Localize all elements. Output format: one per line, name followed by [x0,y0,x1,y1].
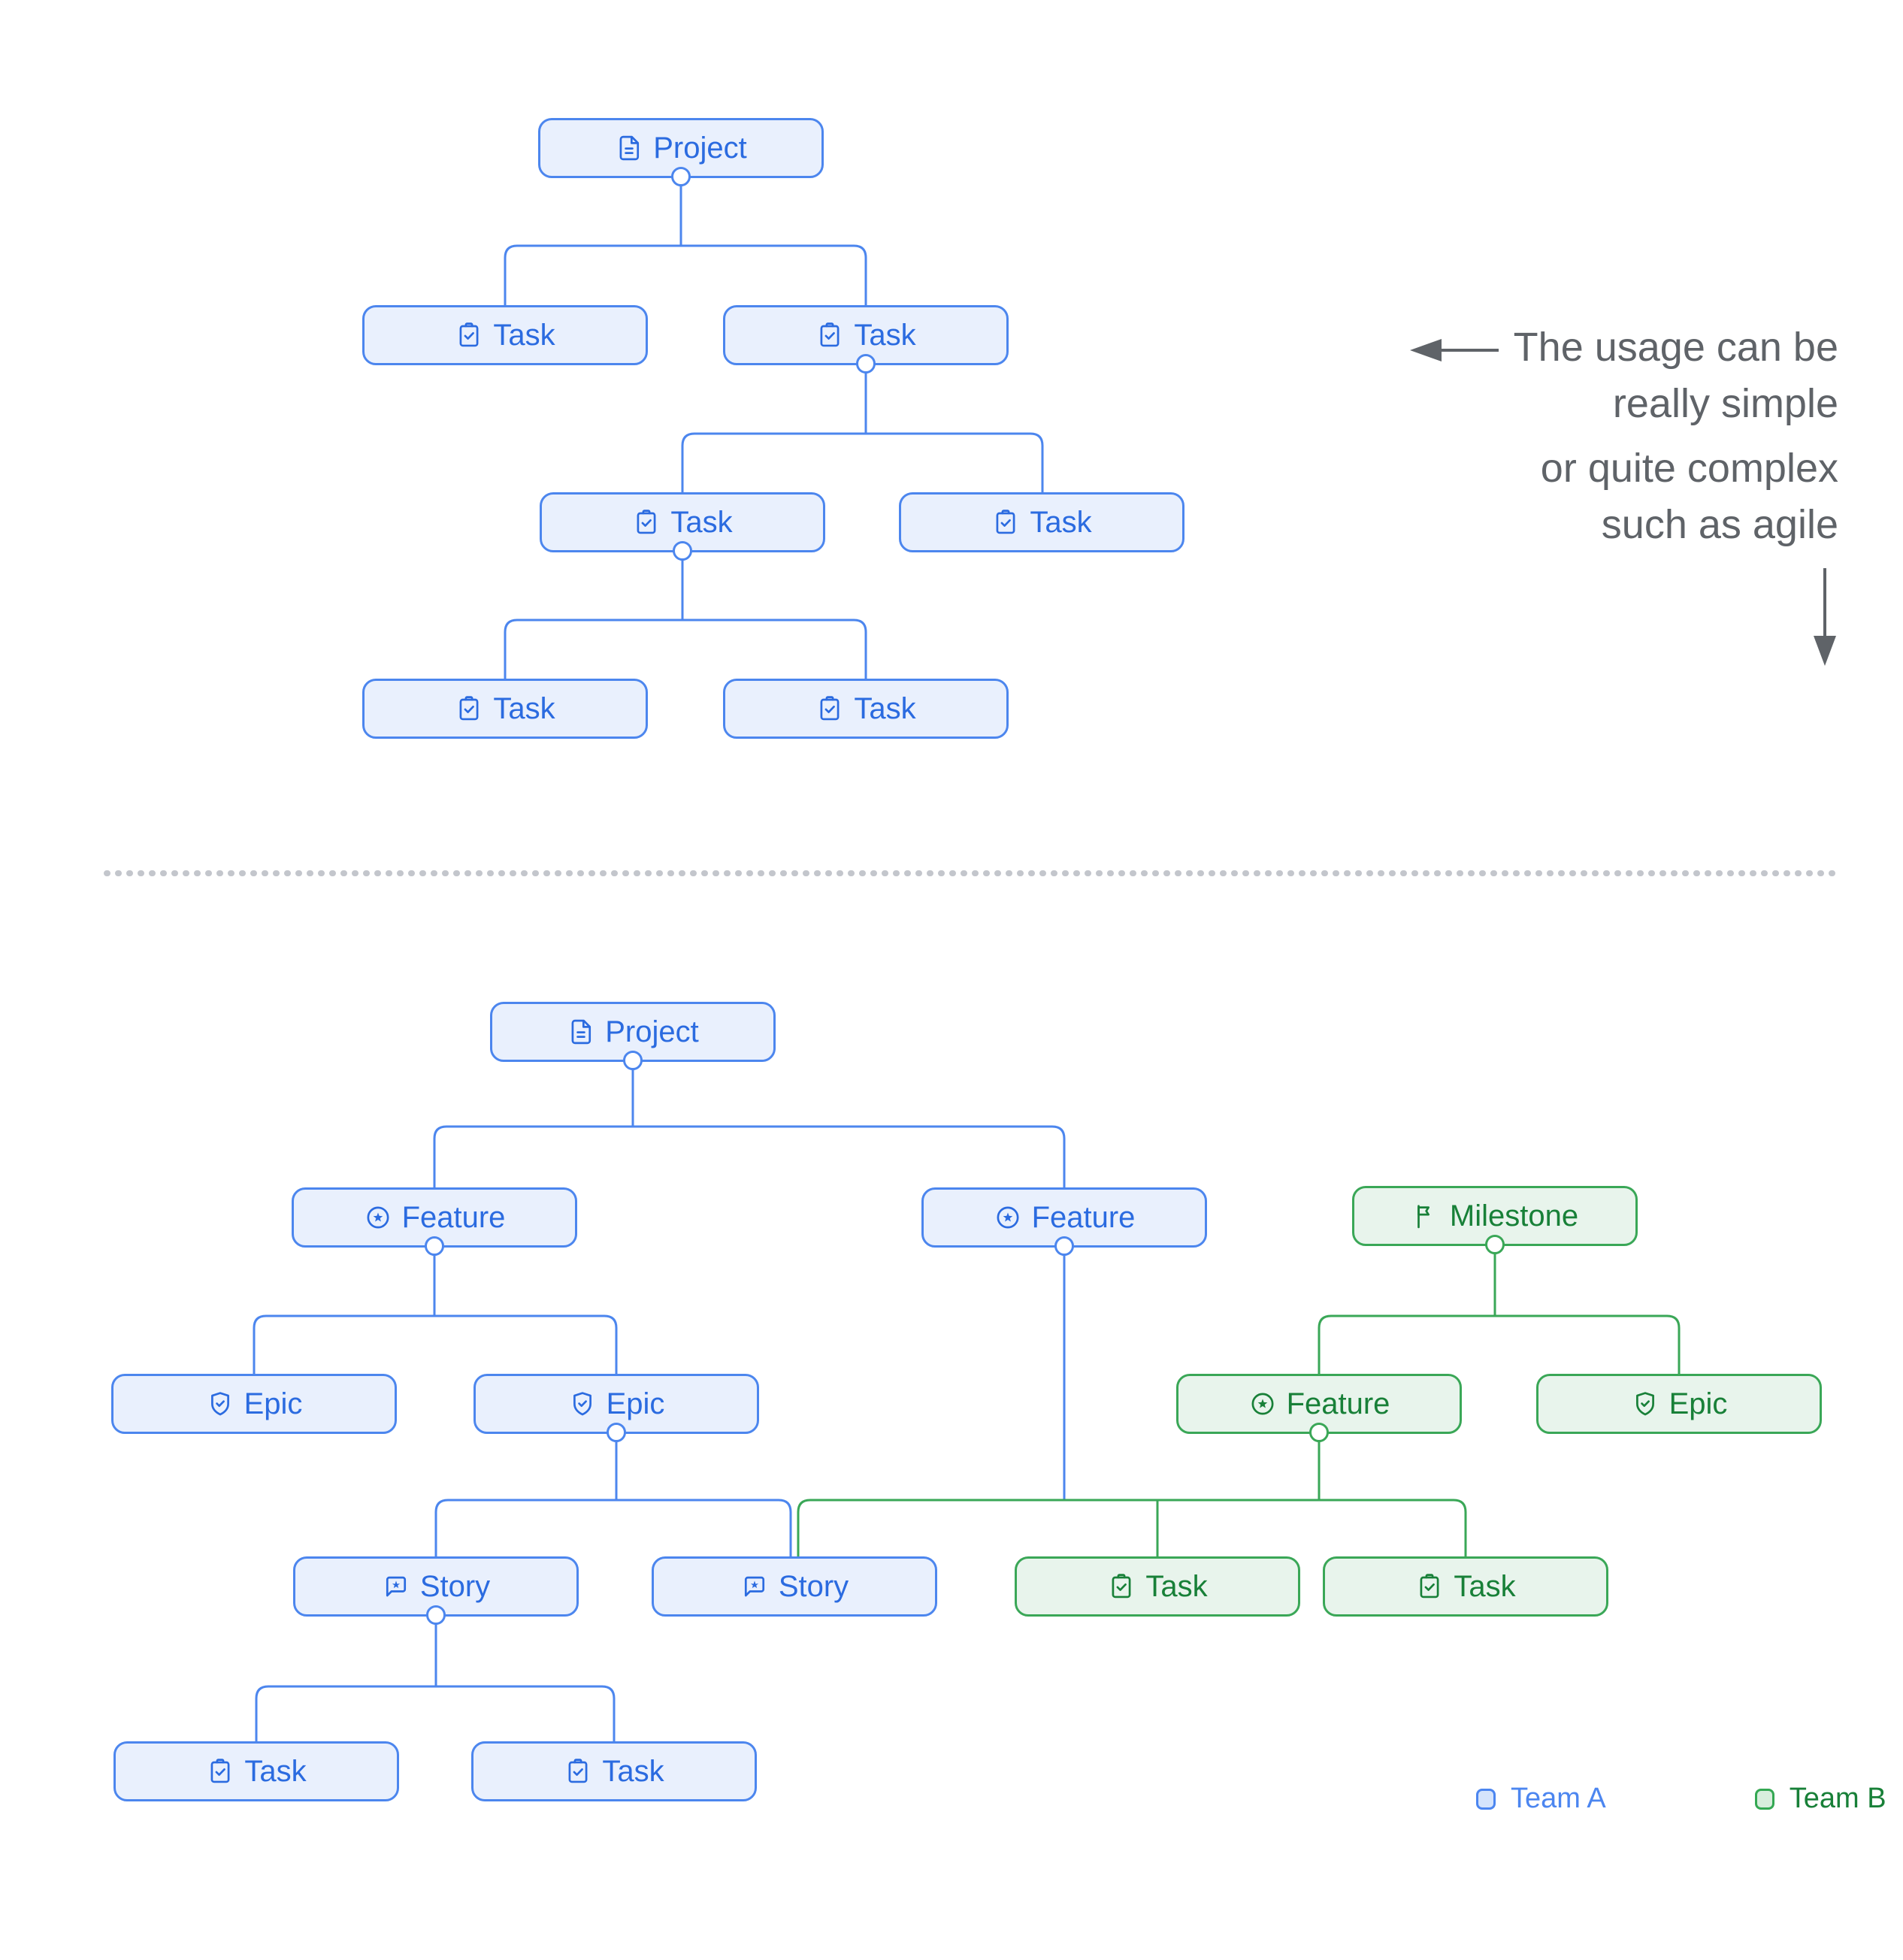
connector-feature-left-epics [253,1314,618,1375]
node-task-bottom-2[interactable]: Task [471,1741,757,1801]
node-label: Task [493,691,555,725]
node-label: Epic [606,1387,665,1420]
annotation-line: such as agile [1601,502,1838,547]
node-label: Task [854,691,916,725]
clipboard-check-icon [820,696,840,721]
node-label: Task [1030,505,1092,539]
node-project-complex[interactable]: Project [490,1002,776,1070]
legend: Team A Team B [1476,1783,1886,1815]
node-task-6[interactable]: Task [723,679,1009,739]
annotation-line: really simple [1612,381,1838,426]
clipboard-check-icon [996,510,1015,534]
node-label: Milestone [1449,1199,1579,1233]
shield-check-icon [1635,1392,1654,1416]
connection-handle[interactable] [856,354,876,374]
node-label: Feature [1286,1387,1390,1420]
connector-green-rail [797,1499,1467,1558]
down-arrow-icon [1814,636,1836,666]
node-project-simple[interactable]: Project [538,118,824,186]
connector-simple-level2 [681,432,1044,494]
team-b-swatch-icon [1754,1788,1774,1810]
flag-icon [1417,1205,1430,1229]
shield-check-icon [210,1392,229,1416]
connection-handle[interactable] [1309,1423,1329,1442]
clipboard-check-icon [637,510,656,534]
node-story-2[interactable]: Story [652,1556,937,1617]
clipboard-check-icon [1420,1574,1439,1599]
connector-simple-level3 [504,619,867,680]
connection-handle[interactable] [425,1236,444,1256]
node-label: Task [602,1754,664,1788]
node-milestone[interactable]: Milestone [1352,1186,1638,1254]
node-label: Task [854,318,916,352]
node-label: Task [1145,1569,1208,1603]
node-task-2[interactable]: Task [723,305,1009,374]
node-label: Project [605,1015,699,1048]
node-label: Feature [1031,1200,1136,1234]
document-icon [571,1019,591,1045]
node-label: Task [670,505,733,539]
annotation-line: or quite complex [1540,446,1838,491]
clipboard-check-icon [459,696,479,721]
clipboard-check-icon [210,1759,230,1783]
node-task-3[interactable]: Task [540,492,825,561]
node-feature-green[interactable]: Feature [1176,1374,1462,1442]
connection-handle[interactable] [426,1605,446,1625]
annotation-text: The usage can be really simple or quite … [1514,319,1838,553]
node-epic-green[interactable]: Epic [1536,1374,1822,1434]
connection-handle[interactable] [673,541,692,561]
connection-handle[interactable] [607,1423,626,1442]
story-bubble-star-icon [386,1576,406,1597]
node-feature-mid[interactable]: Feature [921,1187,1207,1256]
connector-story-left-tasks [255,1685,616,1743]
connection-handle[interactable] [1054,1236,1074,1256]
star-circle-icon [997,1206,1019,1229]
clipboard-check-icon [459,322,479,347]
node-task-1[interactable]: Task [362,305,648,365]
node-label: Story [778,1569,849,1603]
node-task-5[interactable]: Task [362,679,648,739]
team-a-swatch-icon [1476,1788,1496,1810]
connection-handle[interactable] [1485,1235,1505,1254]
legend-label: Team B [1789,1783,1886,1814]
node-label: Task [493,318,555,352]
clipboard-check-icon [820,322,840,347]
star-circle-icon [367,1206,389,1229]
shield-check-icon [573,1392,591,1416]
node-task-green-2[interactable]: Task [1323,1556,1608,1617]
node-task-4[interactable]: Task [899,492,1184,552]
legend-team-b: Team B [1754,1783,1886,1815]
node-label: Story [419,1569,491,1603]
node-feature-left[interactable]: Feature [292,1187,577,1256]
left-arrow-icon [1410,339,1442,361]
clipboard-check-icon [1112,1574,1131,1599]
node-label: Task [244,1754,307,1788]
node-story-left[interactable]: Story [293,1556,579,1625]
node-label: Feature [401,1200,506,1234]
clipboard-check-icon [568,1759,588,1783]
node-label: Epic [244,1387,303,1420]
node-task-green-1[interactable]: Task [1015,1556,1300,1617]
legend-team-a: Team A [1476,1783,1606,1815]
node-label: Project [653,131,747,165]
document-icon [619,135,640,161]
connector-epic2-stories [434,1499,792,1558]
connector-simple-level1 [504,244,867,307]
node-label: Epic [1669,1387,1728,1420]
node-epic-2[interactable]: Epic [473,1374,759,1442]
connector-complex-features [433,1125,1066,1189]
connector-milestone-children [1318,1314,1681,1375]
node-epic-left[interactable]: Epic [111,1374,397,1434]
connection-handle[interactable] [623,1051,643,1070]
story-bubble-star-icon [744,1576,764,1597]
star-circle-icon [1251,1393,1274,1415]
legend-label: Team A [1511,1783,1606,1814]
connection-handle[interactable] [671,167,691,186]
node-task-bottom-1[interactable]: Task [113,1741,399,1801]
annotation-line: The usage can be [1513,325,1838,370]
node-label: Task [1454,1569,1516,1603]
